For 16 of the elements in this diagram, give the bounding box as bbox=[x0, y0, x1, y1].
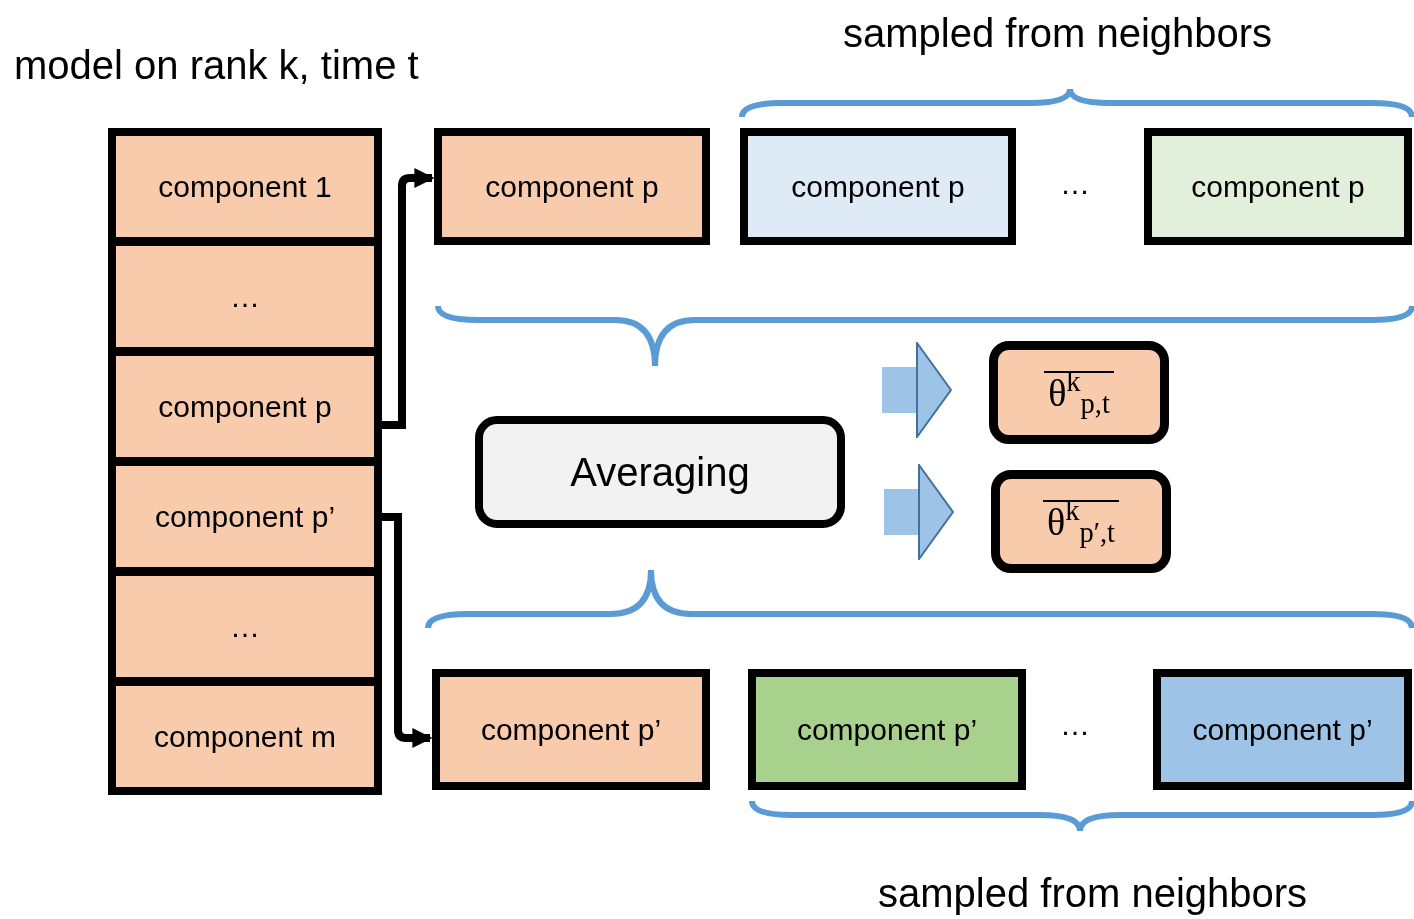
connector-arrow bbox=[382, 168, 435, 429]
component-box: Averaging bbox=[475, 416, 845, 528]
component-box: component p’ bbox=[432, 669, 710, 790]
ellipsis-text: … bbox=[1060, 166, 1090, 202]
component-box: component p bbox=[1144, 128, 1412, 245]
connector-arrow bbox=[382, 513, 433, 748]
ellipsis-text: … bbox=[1060, 707, 1090, 743]
block-arrow bbox=[884, 464, 954, 560]
component-box: component p’ bbox=[1153, 669, 1412, 790]
component-box: component p’ bbox=[748, 669, 1026, 790]
component-box: component p bbox=[434, 128, 710, 245]
component-box: component p bbox=[740, 128, 1016, 245]
brace-label: sampled from neighbors bbox=[843, 10, 1273, 57]
block-arrow bbox=[882, 342, 952, 438]
title-text: model on rank k, time t bbox=[14, 42, 419, 89]
brace-label: sampled from neighbors bbox=[878, 870, 1308, 917]
